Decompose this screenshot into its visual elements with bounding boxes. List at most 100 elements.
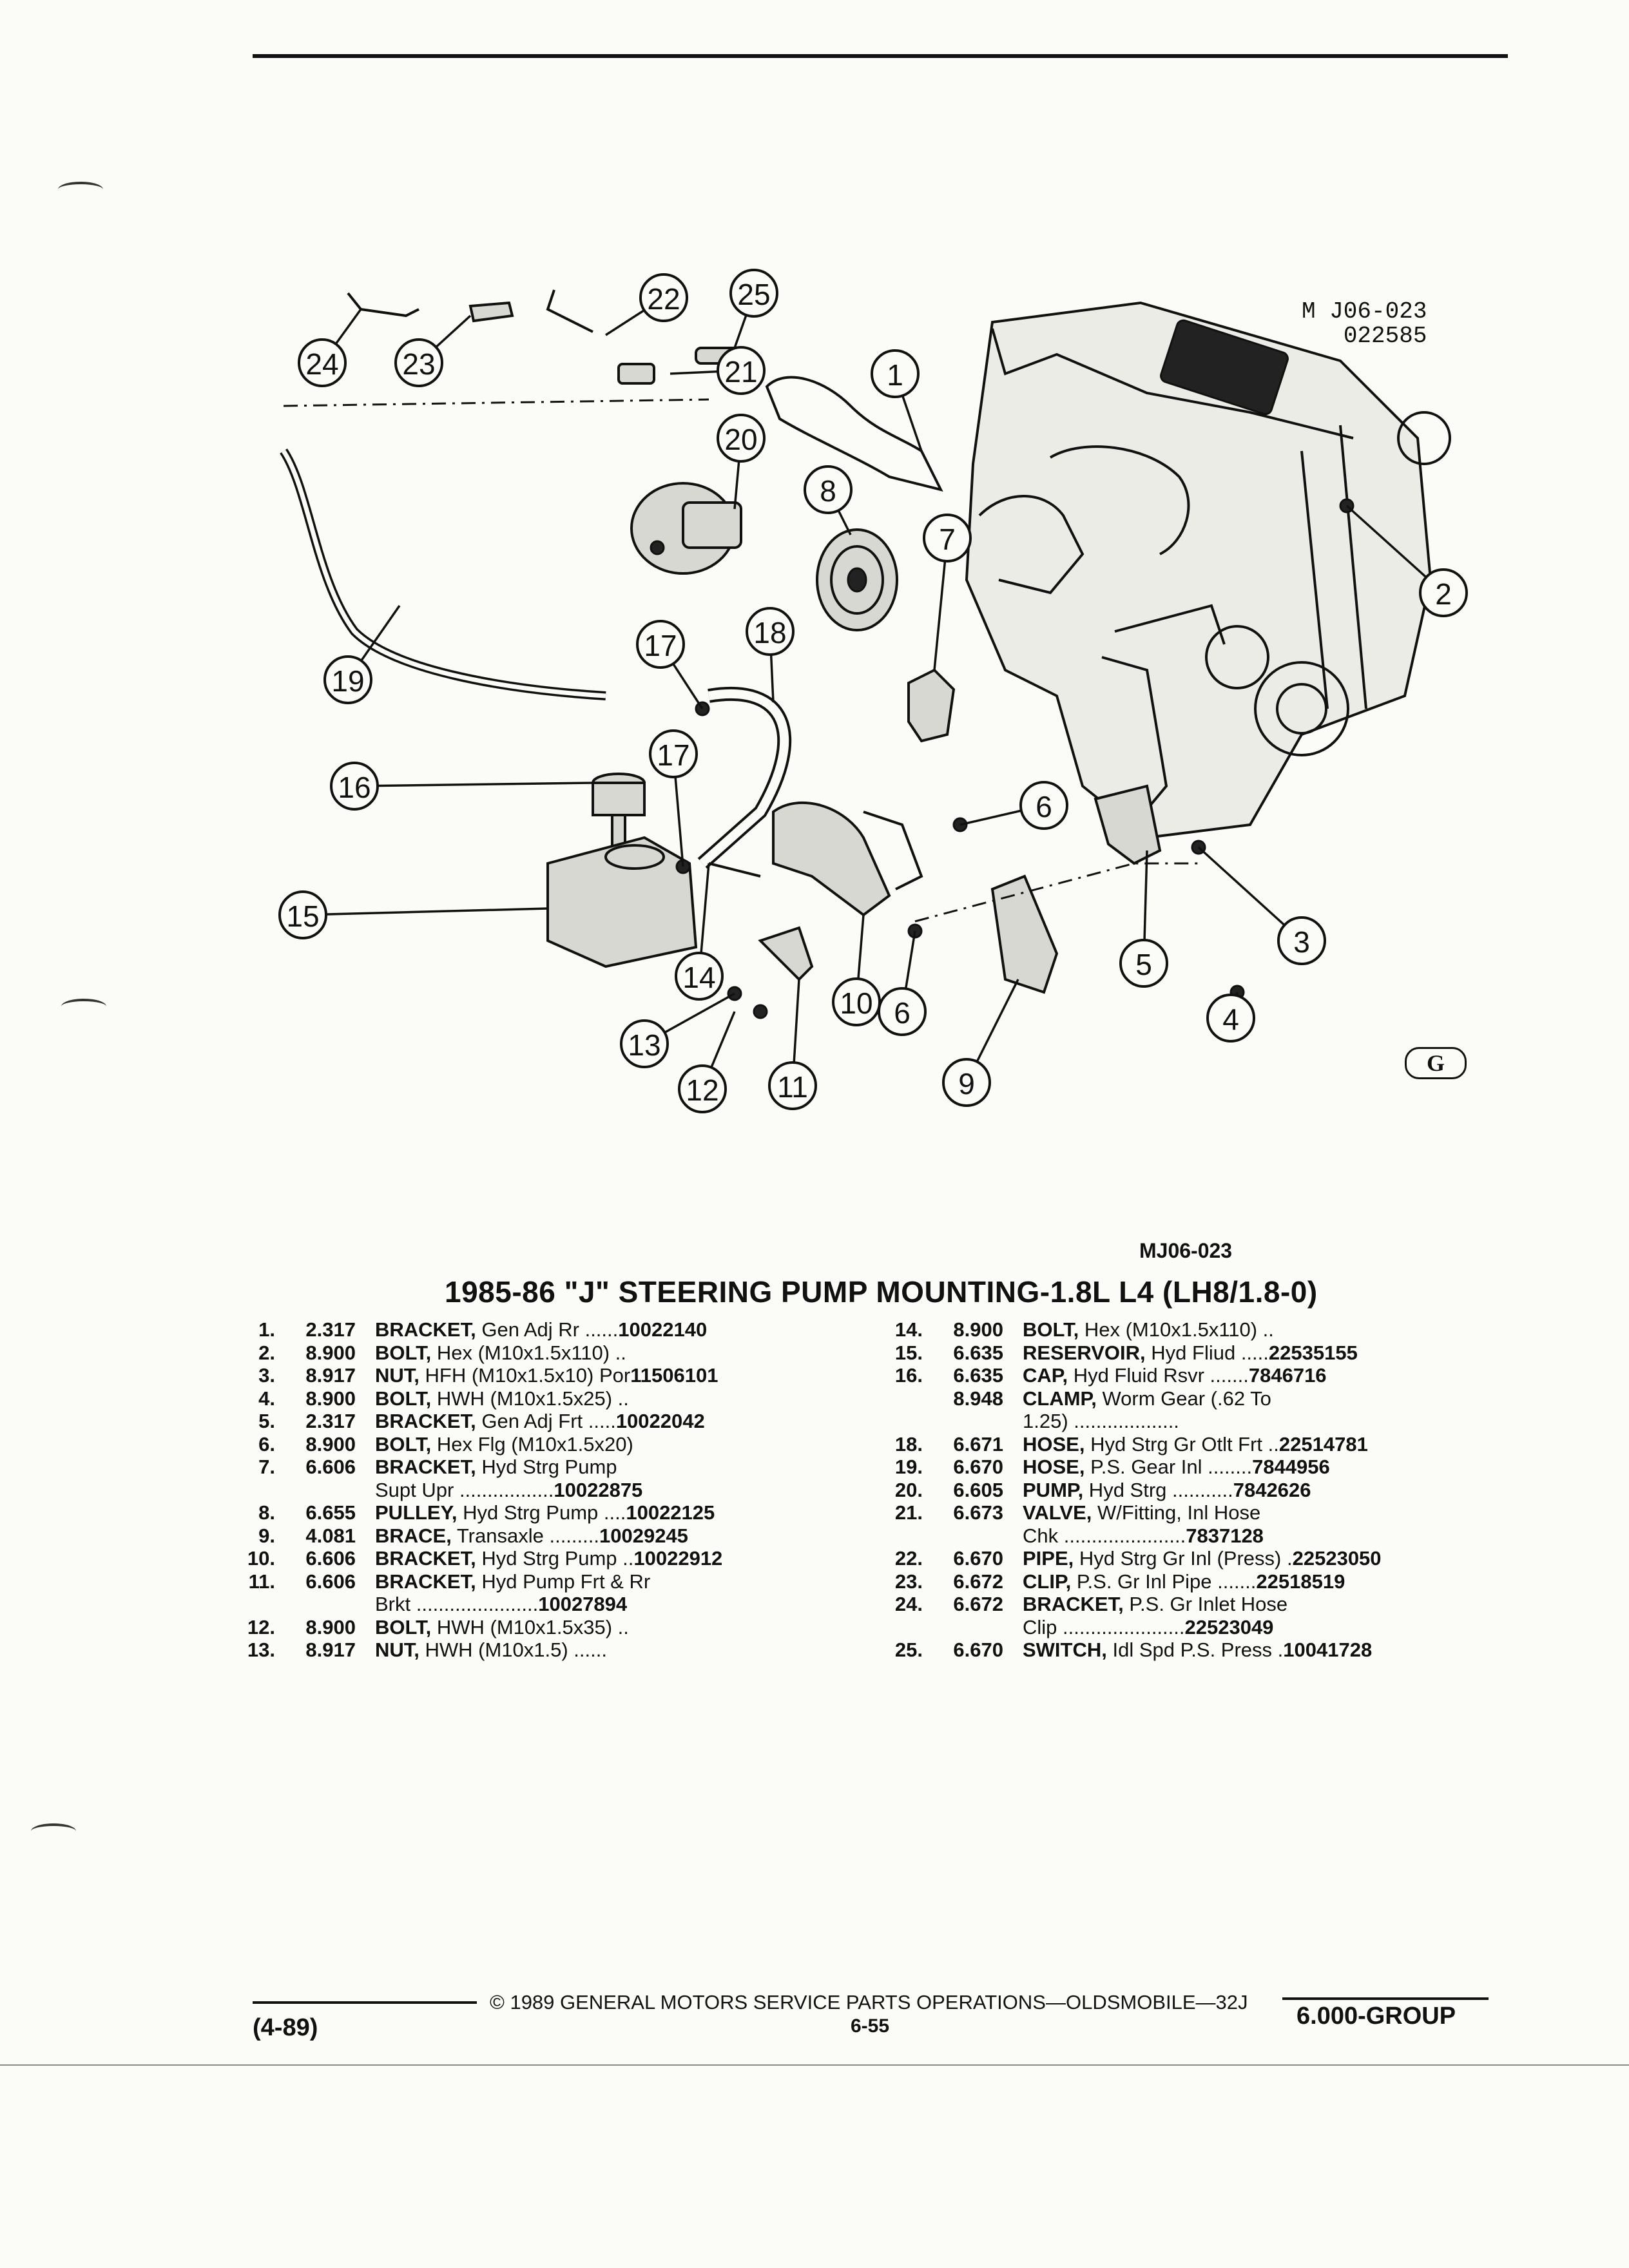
top-rule	[253, 54, 1508, 58]
exploded-parts-diagram: 1234566789101112131415161717181920212223…	[278, 269, 1468, 1113]
part-detail: Hex Flg (M10x1.5x20)	[431, 1432, 633, 1456]
callout-23: 23	[394, 314, 472, 387]
callout-8: 8	[804, 465, 853, 535]
callout-number: 3	[1293, 925, 1310, 959]
callout-number: 7	[939, 523, 956, 556]
group-number: 8.900	[305, 1615, 356, 1639]
callout-number: 8	[820, 474, 836, 508]
item-number: 19.	[894, 1456, 923, 1478]
callout-16: 16	[330, 762, 593, 811]
callout-15: 15	[278, 890, 548, 939]
callout-3: 3	[1197, 846, 1326, 965]
part-detail: HFH (M10x1.5x10) Por	[419, 1364, 631, 1387]
figure-code: MJ06-023	[1139, 1239, 1233, 1262]
callout-circle	[636, 620, 685, 669]
part-description: BRACKET, Gen Adj Frt .....	[375, 1410, 616, 1433]
part-name: NUT,	[375, 1364, 419, 1387]
group-number: 6.671	[953, 1432, 1003, 1456]
parts-list-row: Chk ......................7837128	[863, 1524, 1382, 1548]
assembly-line	[914, 862, 1199, 923]
callout-number: 18	[753, 616, 786, 649]
margin-mark	[61, 999, 106, 1014]
part-description: Supt Upr .................	[375, 1478, 554, 1501]
callout-number: 19	[331, 664, 364, 698]
part-detail: P.S. Gear Inl ........	[1084, 1456, 1253, 1478]
hyd-strg-pump	[630, 482, 742, 575]
group-number: 6.672	[953, 1593, 1003, 1615]
callout-7: 7	[923, 514, 972, 671]
hyd-strg-gr-inl-pipe	[546, 289, 593, 333]
callout-13: 13	[620, 992, 735, 1068]
callout-circle	[878, 987, 927, 1036]
ps-gear-inlet-hose	[282, 450, 606, 698]
group-number: 6.635	[953, 1364, 1003, 1387]
part-description: CLIP, P.S. Gr Inl Pipe .......	[1023, 1570, 1256, 1593]
part-detail: Hex (M10x1.5x110) ..	[431, 1341, 626, 1364]
part-detail: Hyd Fluid Rsvr .......	[1068, 1364, 1249, 1387]
callout-circle	[323, 655, 372, 704]
callout-22: 22	[605, 273, 688, 336]
callout-number: 2	[1435, 577, 1452, 611]
item-number: 14.	[894, 1318, 923, 1341]
group-number: 2.317	[305, 1318, 356, 1341]
item-number: 2.	[258, 1341, 275, 1364]
figure-date: 022585	[1343, 323, 1427, 349]
bracket-hyd-strg-pump	[772, 802, 891, 917]
parts-list-row: 1.25) ...................	[863, 1410, 1382, 1433]
group-number: 6.606	[305, 1456, 356, 1478]
part-number: 10029245	[599, 1524, 688, 1547]
part-name: SWITCH,	[1023, 1639, 1107, 1661]
gm-logo: G	[1405, 1047, 1467, 1079]
part-description: Chk ......................	[1023, 1524, 1186, 1547]
callout-number: 17	[657, 738, 689, 772]
part-description: 1.25) ...................	[1023, 1410, 1179, 1432]
part-name: VALVE,	[1023, 1501, 1092, 1524]
inl-hose-check-valve	[617, 363, 655, 385]
part-detail: HWH (M10x1.5) ......	[419, 1639, 608, 1661]
margin-mark	[31, 1823, 76, 1839]
part-detail: Hyd Strg ...........	[1083, 1478, 1233, 1501]
group-number: 6.605	[953, 1478, 1003, 1501]
part-description: BOLT, Hex (M10x1.5x110) ..	[375, 1341, 626, 1365]
part-description: HOSE, Hyd Strg Gr Otlt Frt ..	[1023, 1433, 1279, 1456]
group-number: 8.917	[305, 1639, 356, 1661]
callout-number: 15	[286, 899, 319, 933]
item-number: 7.	[258, 1456, 275, 1478]
part-name: BRACKET,	[375, 1570, 476, 1593]
part-description: PIPE, Hyd Strg Gr Inl (Press) .	[1023, 1547, 1293, 1570]
part-description: Brkt ......................	[375, 1593, 539, 1615]
part-name: CLIP,	[1023, 1570, 1072, 1593]
part-number: 22535155	[1268, 1341, 1358, 1364]
ps-gr-inlet-hose-clip-bracket	[347, 292, 419, 318]
callout-21: 21	[670, 346, 766, 395]
group-number: 6.606	[305, 1570, 356, 1593]
part-number: 10022042	[615, 1410, 705, 1432]
item-number: 5.	[258, 1410, 275, 1432]
part-description: VALVE, W/Fitting, Inl Hose	[1023, 1501, 1260, 1524]
callout-number: 16	[338, 771, 371, 804]
bracket-hyd-pump-frt-rr	[758, 926, 814, 981]
item-number: 9.	[258, 1524, 275, 1547]
group-number: 6.672	[953, 1570, 1003, 1593]
part-description: BRACKET, Gen Adj Rr ......	[375, 1318, 618, 1341]
callout-4: 4	[1206, 992, 1255, 1043]
part-detail: Hyd Pump Frt & Rr	[476, 1570, 651, 1593]
pulley	[816, 528, 898, 631]
parts-list-row: Brkt ......................10027894	[216, 1593, 722, 1616]
callout-number: 13	[628, 1028, 660, 1062]
part-detail: Gen Adj Frt .....	[476, 1410, 616, 1432]
part-detail: Hyd Strg Pump	[476, 1456, 617, 1478]
callout-number: 4	[1222, 1003, 1239, 1036]
part-name: PIPE,	[1023, 1547, 1074, 1570]
part-number: 10022912	[633, 1547, 723, 1570]
part-name: BRACKET,	[375, 1456, 476, 1478]
part-name: BRACE,	[375, 1524, 452, 1547]
callout-25: 25	[729, 269, 778, 349]
group-number: 6.655	[305, 1501, 356, 1524]
part-description: CAP, Hyd Fluid Rsvr .......	[1023, 1364, 1249, 1387]
